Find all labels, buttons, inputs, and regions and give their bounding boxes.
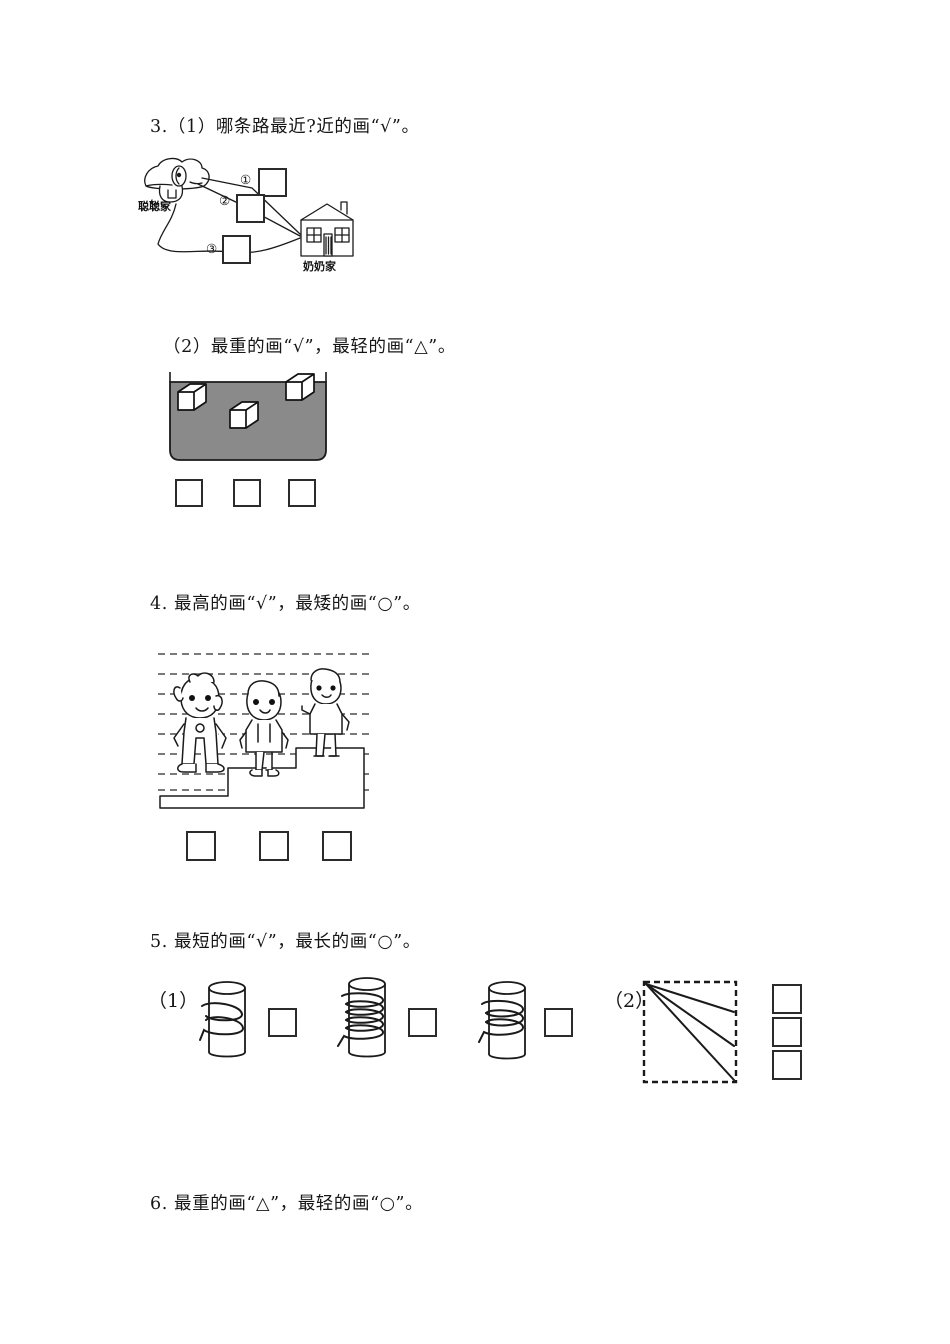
question-3-2-text: （2）最重的画“√”，最轻的画“△”。 xyxy=(163,337,456,357)
label-congcong-home: 聪聪家 xyxy=(138,200,171,213)
answer-box-length-2[interactable] xyxy=(772,1017,802,1047)
answer-box-string-3[interactable] xyxy=(544,1008,573,1037)
answer-box-height-3[interactable] xyxy=(322,831,352,861)
answer-box-string-1[interactable] xyxy=(268,1008,297,1037)
figure-cubes-in-water-tank xyxy=(158,372,338,477)
question-3-1-text: 3.（1）哪条路最近?近的画“√”。 xyxy=(150,117,420,137)
answer-box-weight-2[interactable] xyxy=(233,479,261,507)
answer-box-length-1[interactable] xyxy=(772,984,802,1014)
label-grandma-home: 奶奶家 xyxy=(303,260,336,273)
figure-cylinder-1 xyxy=(196,978,258,1066)
answer-box-weight-1[interactable] xyxy=(175,479,203,507)
path-marker-1: ① xyxy=(240,172,252,187)
answer-box-path-3[interactable] xyxy=(222,235,251,264)
figure-cylinder-2 xyxy=(336,974,398,1066)
question-5-part-1-number: （1） xyxy=(148,990,199,1012)
answer-box-string-2[interactable] xyxy=(408,1008,437,1037)
answer-box-height-2[interactable] xyxy=(259,831,289,861)
answer-box-path-1[interactable] xyxy=(258,168,287,197)
answer-box-height-1[interactable] xyxy=(186,831,216,861)
question-5-part-2-number: （2） xyxy=(604,990,655,1012)
path-marker-3: ③ xyxy=(206,241,218,256)
answer-box-weight-3[interactable] xyxy=(288,479,316,507)
figure-dashed-square-with-lines xyxy=(641,979,741,1087)
figure-cylinder-3 xyxy=(476,978,538,1068)
answer-box-length-3[interactable] xyxy=(772,1050,802,1080)
answer-box-path-2[interactable] xyxy=(236,194,265,223)
figure-three-children-on-steps xyxy=(156,648,378,828)
question-4-text: 4. 最高的画“√”，最矮的画“○”。 xyxy=(150,594,421,614)
question-6-text: 6. 最重的画“△”，最轻的画“○”。 xyxy=(150,1194,424,1214)
question-5-text: 5. 最短的画“√”，最长的画“○”。 xyxy=(150,932,421,952)
path-marker-2: ② xyxy=(219,193,231,208)
